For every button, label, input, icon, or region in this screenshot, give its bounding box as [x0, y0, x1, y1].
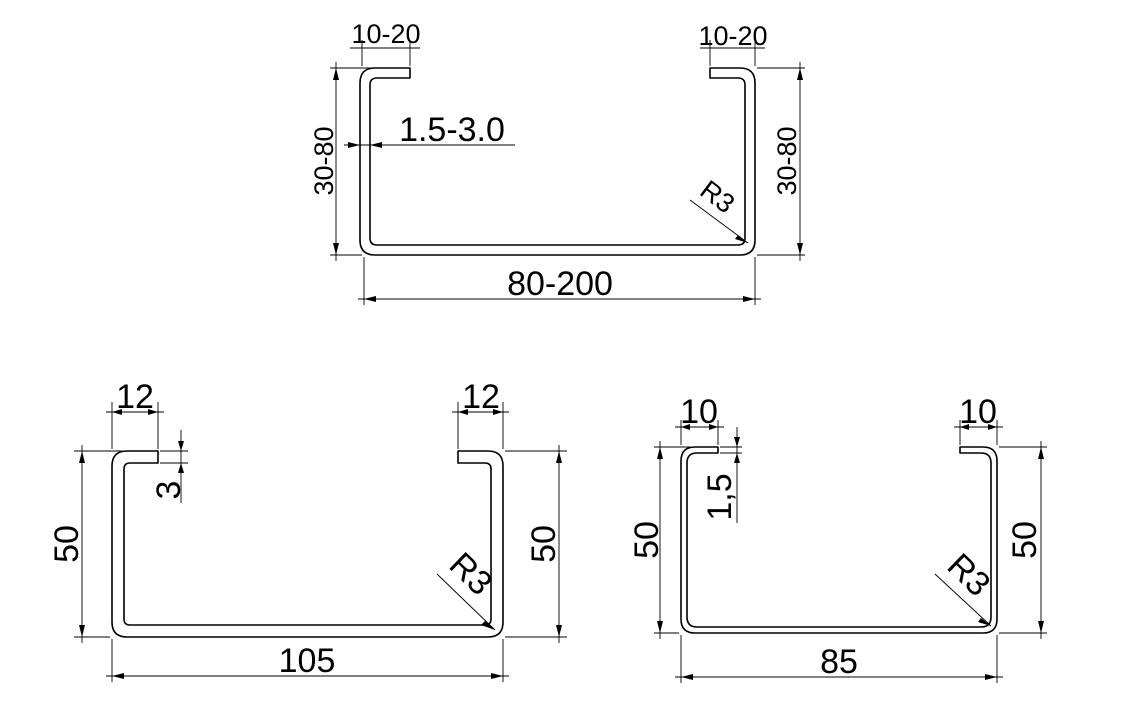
height-right-label: 30-80 [772, 126, 802, 195]
thickness-label: 1,5 [701, 473, 739, 520]
channel-outline-bottom-right [680, 446, 998, 634]
height-right-label: 50 [525, 525, 563, 563]
height-left-label: 50 [628, 521, 666, 559]
lip-left-label: 10 [680, 393, 718, 431]
lip-right-label: 10 [959, 393, 997, 431]
profile-top: 10-20 10-20 30-80 30-80 1.5-3.0 R3 [309, 19, 805, 305]
height-right-label: 50 [1006, 521, 1044, 559]
radius-label: R3 [695, 174, 741, 219]
lip-left-label: 12 [116, 378, 154, 416]
thickness-label: 3 [150, 481, 188, 500]
lip-left-label: 10-20 [351, 19, 420, 49]
channel-outline-top [359, 67, 756, 256]
lip-right-label: 12 [462, 378, 500, 416]
width-label: 85 [820, 643, 858, 681]
height-left-label: 50 [48, 525, 86, 563]
height-left-label: 30-80 [309, 126, 339, 195]
lip-right-label: 10-20 [698, 21, 767, 51]
profile-bottom-right: 10 10 1,5 50 50 R3 [628, 393, 1047, 683]
width-label: 80-200 [507, 265, 613, 303]
width-label: 105 [279, 642, 336, 680]
radius-label: R3 [940, 546, 998, 604]
profile-bottom-left: 12 12 3 50 50 R3 [48, 378, 567, 682]
thickness-label: 1.5-3.0 [399, 111, 505, 149]
channel-outline-bottom-left [111, 450, 504, 638]
